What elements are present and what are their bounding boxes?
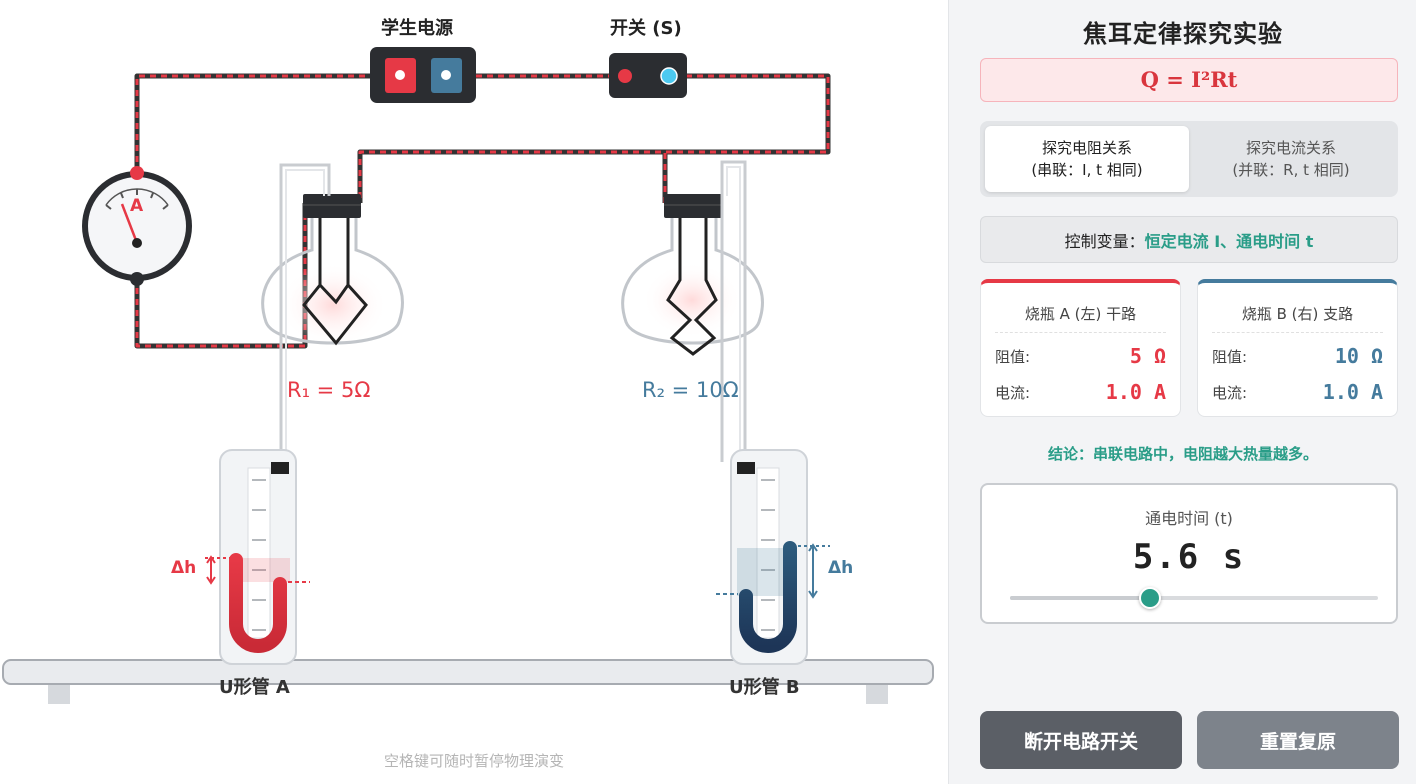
reset-button[interactable]: 重置复原	[1197, 711, 1399, 769]
control-variables: 控制变量： 恒定电流 I、通电时间 t	[980, 216, 1398, 263]
flask-a-icon	[261, 163, 404, 460]
flask-b-cur-value: 1.0 A	[1322, 380, 1383, 404]
ammeter-symbol: A	[130, 196, 144, 216]
bench	[2, 659, 934, 704]
switch-icon[interactable]	[609, 53, 687, 98]
r2-label: R₂ = 10Ω	[642, 378, 739, 402]
u-tube-b-label: U形管 B	[729, 677, 800, 698]
u-tube-a-label: U形管 A	[219, 677, 290, 698]
control-prefix: 控制变量：	[1064, 231, 1145, 251]
tab-resistance-title: 探究电阻关系	[1041, 139, 1132, 157]
switch-label: 开关 (S)	[610, 18, 682, 39]
flask-b-card-title: 烧瓶 B (右) 支路	[1212, 283, 1383, 333]
flask-b-card: 烧瓶 B (右) 支路 阻值: 10 Ω 电流: 1.0 A	[1197, 279, 1398, 417]
page-title: 焦耳定律探究实验	[1083, 20, 1283, 48]
conclusion-text: 结论：串联电路中，电阻越大热量越多。	[1047, 445, 1318, 463]
time-control: 通电时间 (t) 5.6 s	[980, 483, 1398, 624]
keyboard-hint: 空格键可随时暂停物理演变	[383, 752, 564, 770]
toggle-switch-button[interactable]: 断开电路开关	[980, 711, 1182, 769]
flask-a-res-value: 5 Ω	[1129, 344, 1166, 368]
flask-a-cur-value: 1.0 A	[1105, 380, 1166, 404]
delta-h-a: Δh	[171, 558, 197, 578]
tab-resistance[interactable]: 探究电阻关系 (串联：I, t 相同)	[985, 126, 1189, 192]
control-panel: 焦耳定律探究实验 Q = I²Rt 探究电阻关系 (串联：I, t 相同) 探究…	[948, 0, 1416, 784]
flask-b-cur-label: 电流:	[1212, 383, 1248, 402]
time-slider-thumb[interactable]	[1138, 587, 1161, 609]
tab-current-title: 探究电流关系	[1245, 139, 1336, 157]
flask-b-res-label: 阻值:	[1212, 347, 1248, 366]
time-label: 通电时间 (t)	[1145, 509, 1233, 528]
experiment-stage: 学生电源 开关 (S) A R₁ = 5Ω R₂ = 10Ω Δh Δh U形管…	[2, 18, 934, 770]
flask-b-res-value: 10 Ω	[1334, 344, 1383, 368]
time-slider[interactable]	[1010, 587, 1378, 609]
flask-b-icon	[621, 160, 764, 462]
formula-box: Q = I²Rt	[980, 58, 1398, 102]
time-slider-fill	[1010, 596, 1150, 600]
power-supply-label: 学生电源	[381, 18, 453, 39]
tab-current-subtitle: (并联：R, t 相同)	[1232, 161, 1350, 179]
delta-h-b: Δh	[828, 558, 854, 578]
circuit-diagram	[2, 47, 934, 704]
tab-current[interactable]: 探究电流关系 (并联：R, t 相同)	[1189, 126, 1393, 192]
u-tube-a-icon	[205, 449, 310, 665]
flask-a-res-label: 阻值:	[995, 347, 1031, 366]
flask-a-cur-label: 电流:	[995, 383, 1031, 402]
flask-a-card-title: 烧瓶 A (左) 干路	[995, 283, 1166, 333]
control-value: 恒定电流 I、通电时间 t	[1144, 231, 1314, 251]
time-value: 5.6 s	[1132, 537, 1246, 577]
power-supply-icon[interactable]	[370, 47, 476, 103]
u-tube-b-icon	[716, 449, 830, 665]
flask-a-card: 烧瓶 A (左) 干路 阻值: 5 Ω 电流: 1.0 A	[980, 279, 1181, 417]
r1-label: R₁ = 5Ω	[287, 378, 371, 402]
ammeter-icon	[82, 166, 192, 286]
mode-tabs: 探究电阻关系 (串联：I, t 相同) 探究电流关系 (并联：R, t 相同)	[980, 121, 1398, 197]
tab-resistance-subtitle: (串联：I, t 相同)	[1031, 161, 1143, 179]
